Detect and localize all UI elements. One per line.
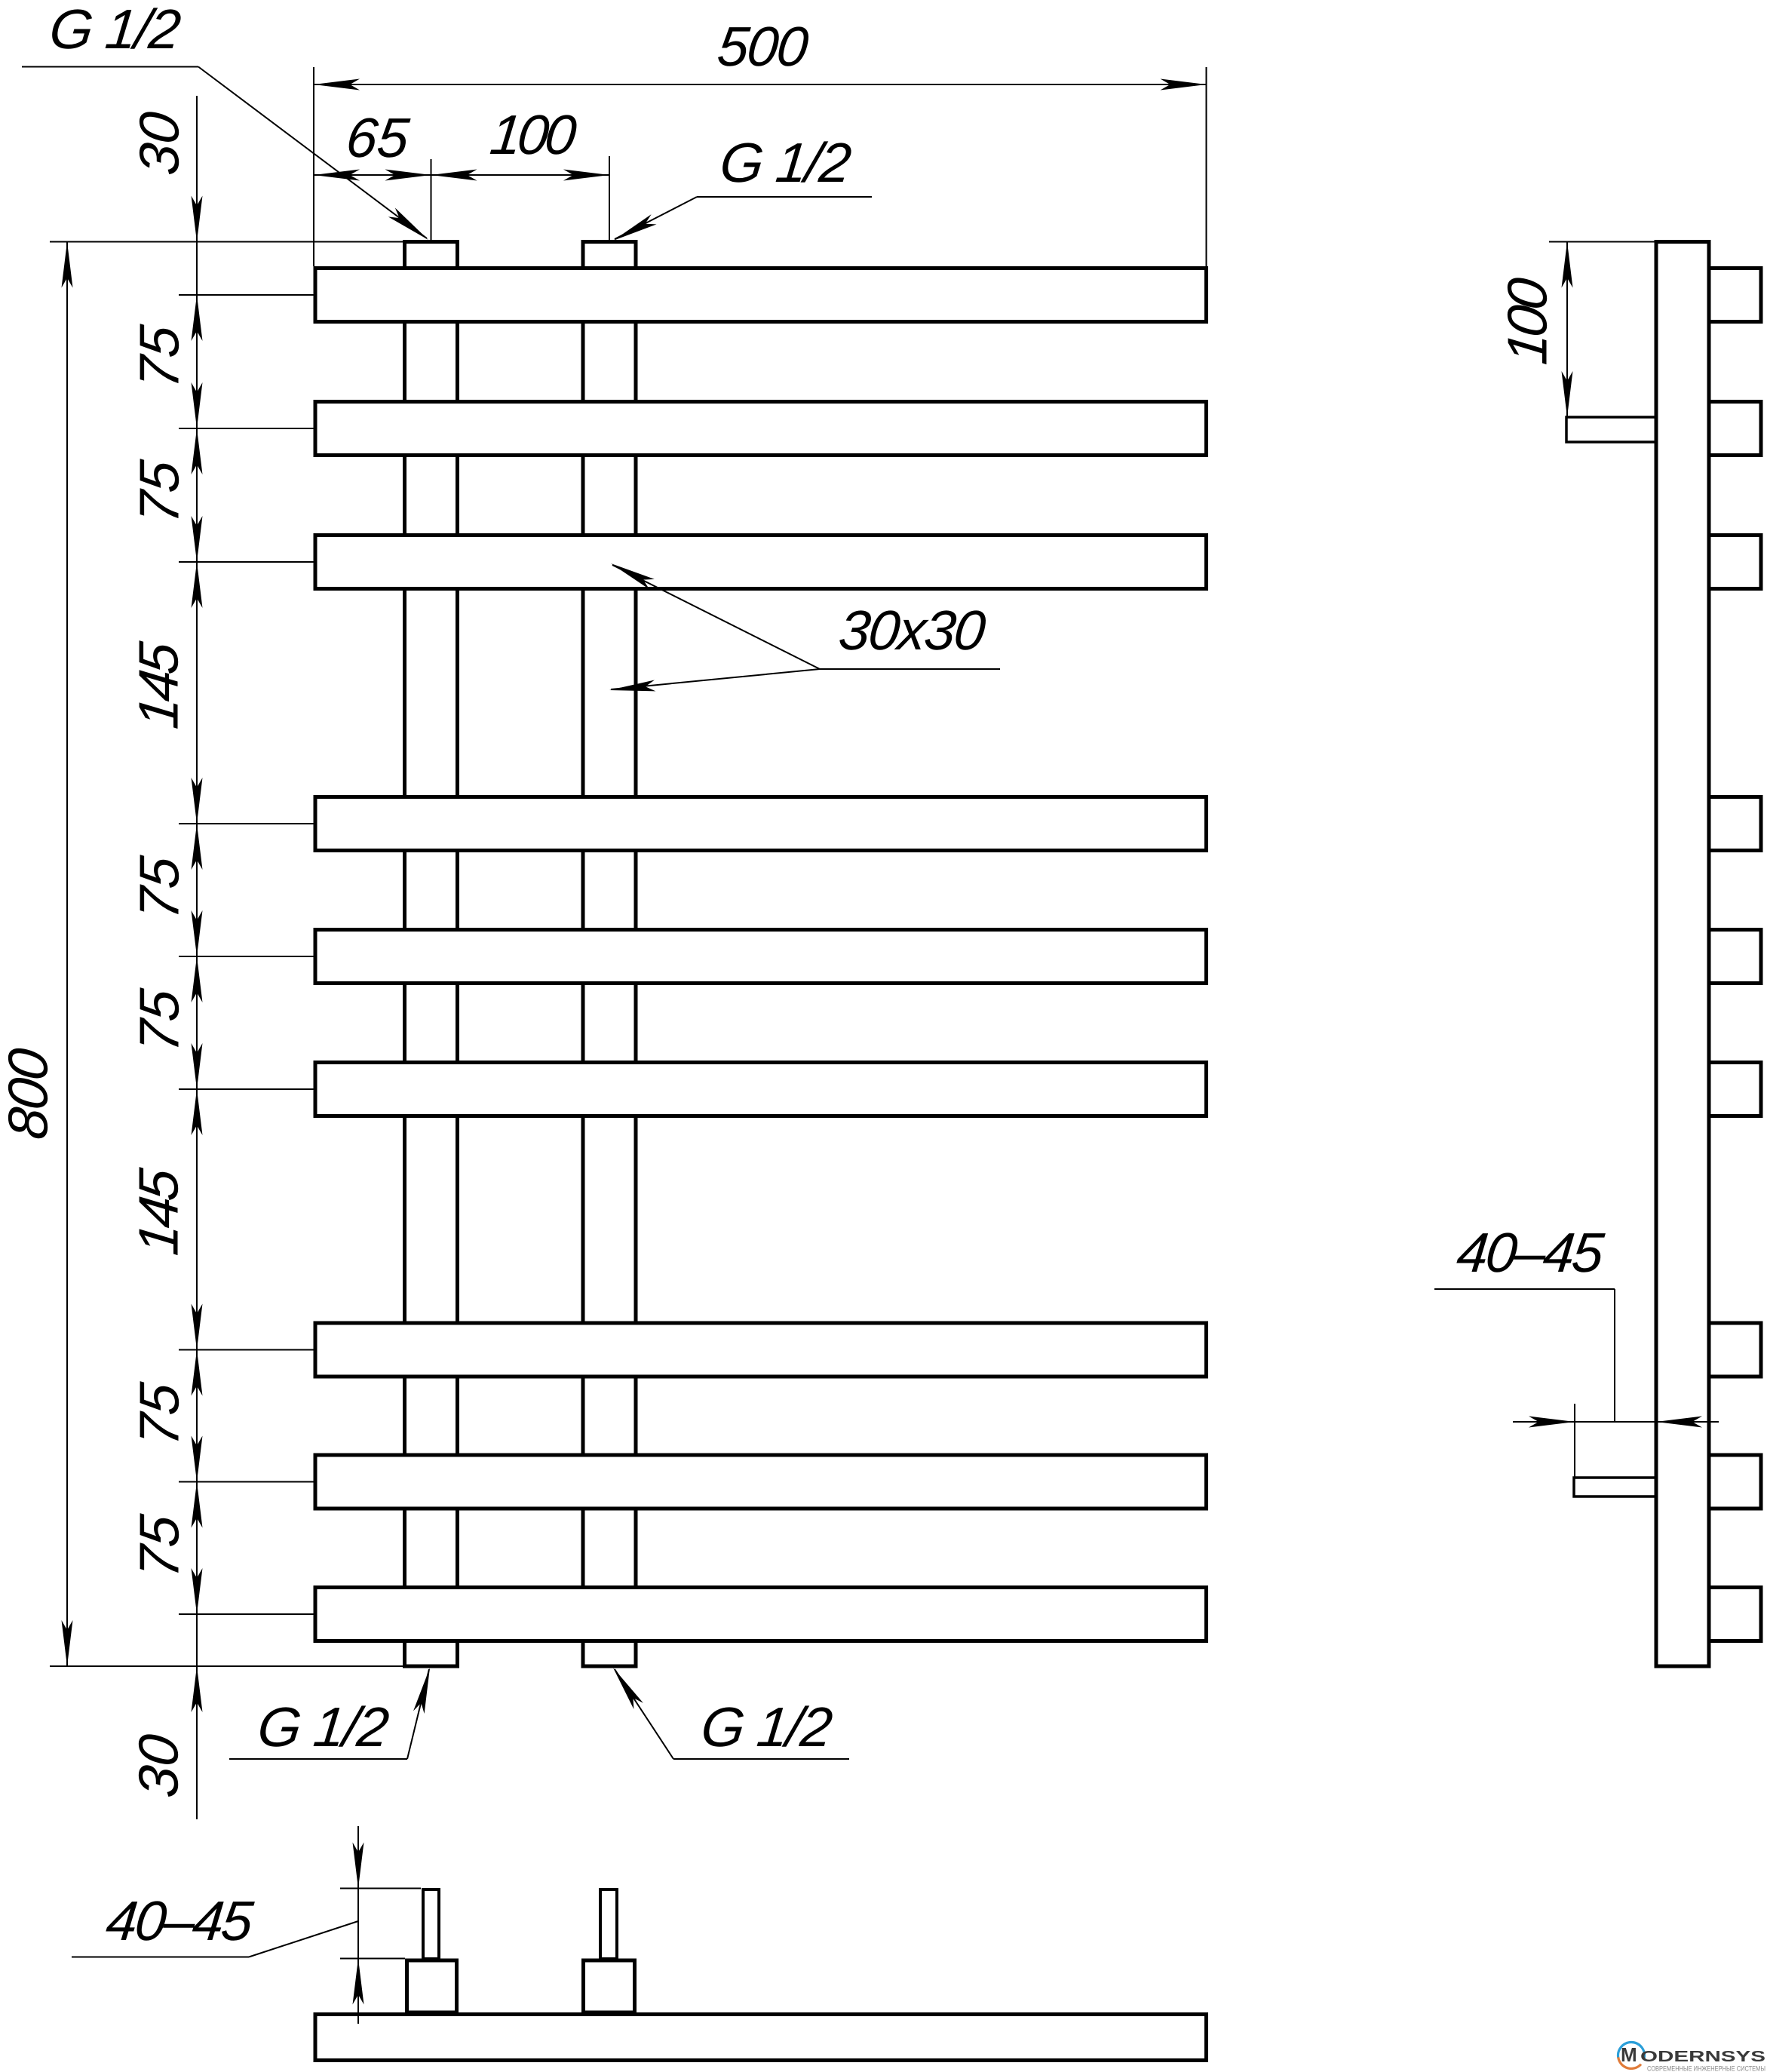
svg-text:145: 145 [127, 1165, 190, 1258]
svg-text:30x30: 30x30 [836, 599, 989, 662]
svg-text:M: M [1621, 2043, 1637, 2066]
svg-text:40–45: 40–45 [1454, 1221, 1607, 1284]
svg-text:75: 75 [128, 1380, 191, 1449]
svg-text:G 1/2: G 1/2 [698, 1696, 835, 1758]
svg-text:500: 500 [715, 15, 811, 78]
svg-text:800: 800 [0, 1045, 60, 1142]
svg-text:75: 75 [128, 1512, 191, 1581]
svg-text:G 1/2: G 1/2 [47, 0, 183, 60]
svg-text:75: 75 [128, 853, 191, 922]
svg-text:100: 100 [1496, 275, 1559, 367]
svg-text:65: 65 [343, 106, 413, 169]
svg-text:30: 30 [128, 109, 191, 178]
svg-text:G 1/2: G 1/2 [717, 131, 854, 194]
svg-text:100: 100 [487, 103, 579, 166]
svg-text:G 1/2: G 1/2 [255, 1696, 391, 1758]
svg-text:ODERNSYS: ODERNSYS [1640, 2048, 1765, 2065]
svg-text:75: 75 [128, 986, 191, 1055]
svg-text:145: 145 [127, 639, 190, 732]
svg-text:75: 75 [128, 457, 191, 526]
svg-text:30: 30 [127, 1732, 190, 1800]
svg-text:40–45: 40–45 [103, 1889, 256, 1952]
svg-text:75: 75 [128, 322, 191, 391]
svg-text:СОВРЕМЕННЫЕ ИНЖЕНЕРНЫЕ СИСТЕМЫ: СОВРЕМЕННЫЕ ИНЖЕНЕРНЫЕ СИСТЕМЫ [1647, 2065, 1765, 2072]
